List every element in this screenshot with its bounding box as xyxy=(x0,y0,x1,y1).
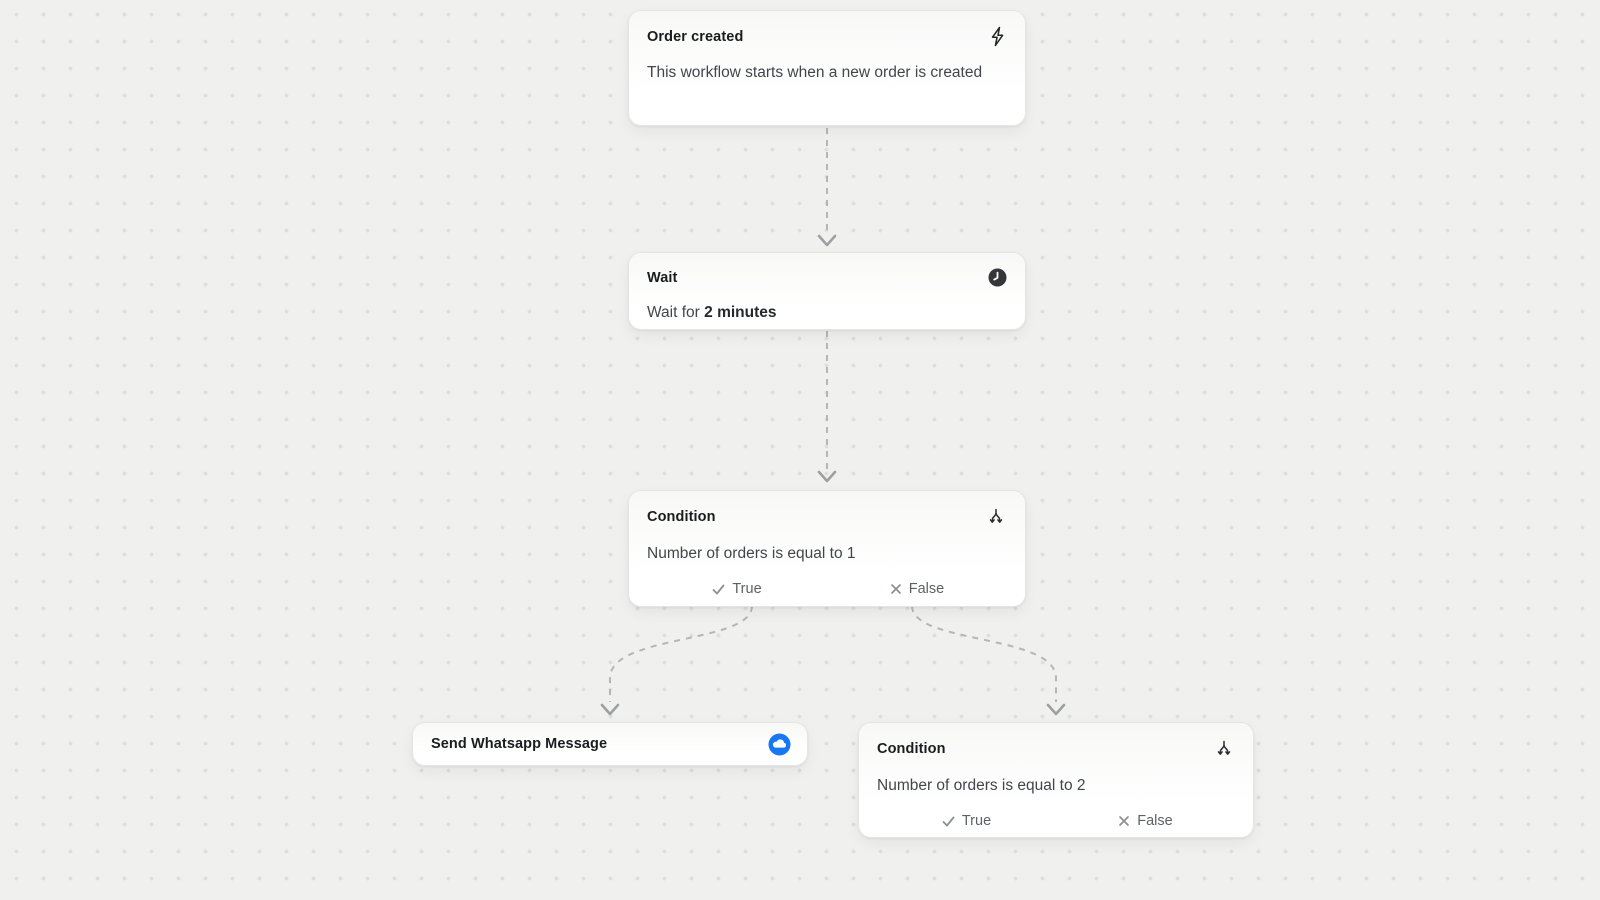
condition-outcomes: True False xyxy=(877,813,1235,829)
node-send-whatsapp-message[interactable]: Send Whatsapp Message xyxy=(412,722,808,766)
clock-icon xyxy=(988,268,1007,287)
arrowhead-down-icon xyxy=(817,234,837,247)
node-title: Order created xyxy=(647,28,744,45)
lightning-icon xyxy=(988,26,1007,47)
node-condition-2[interactable]: Condition Number of orders is equal to 2… xyxy=(858,722,1254,838)
node-title: Wait xyxy=(647,269,678,286)
arrowhead-down-icon xyxy=(600,703,620,716)
node-description: Wait for 2 minutes xyxy=(647,300,1007,326)
node-title: Condition xyxy=(877,741,946,757)
true-label-text: True xyxy=(732,581,762,597)
node-condition-1[interactable]: Condition Number of orders is equal to 1… xyxy=(628,490,1026,607)
branch-icon xyxy=(985,506,1007,528)
connector-condition-false xyxy=(911,605,1057,702)
false-branch-label: False xyxy=(827,581,1007,597)
true-branch-label: True xyxy=(647,581,827,597)
node-description: Number of orders is equal to 1 xyxy=(647,545,856,562)
false-label-text: False xyxy=(908,581,945,597)
arrowhead-down-icon xyxy=(1046,703,1066,716)
check-icon xyxy=(942,816,955,826)
x-icon xyxy=(1119,816,1130,826)
node-title: Send Whatsapp Message xyxy=(431,736,608,752)
check-icon xyxy=(712,584,725,594)
node-description: This workflow starts when a new order is… xyxy=(647,64,983,81)
condition-outcomes: True False xyxy=(647,581,1007,597)
node-description: Number of orders is equal to 2 xyxy=(877,777,1086,794)
node-wait[interactable]: Wait Wait for 2 minutes xyxy=(628,252,1026,330)
node-title: Condition xyxy=(647,509,716,525)
cloud-message-icon xyxy=(768,733,791,756)
node-order-created[interactable]: Order created This workflow starts when … xyxy=(628,10,1026,126)
false-label-text: False xyxy=(1137,813,1173,829)
x-icon xyxy=(890,584,901,594)
wait-description-prefix: Wait for xyxy=(647,304,705,321)
true-label-text: True xyxy=(961,813,992,829)
wait-duration-value: 2 minutes xyxy=(704,304,777,321)
connector-condition-true xyxy=(609,605,753,702)
arrowhead-down-icon xyxy=(817,470,837,483)
branch-icon xyxy=(1213,738,1235,760)
true-branch-label: True xyxy=(877,813,1056,829)
false-branch-label: False xyxy=(1056,813,1235,829)
